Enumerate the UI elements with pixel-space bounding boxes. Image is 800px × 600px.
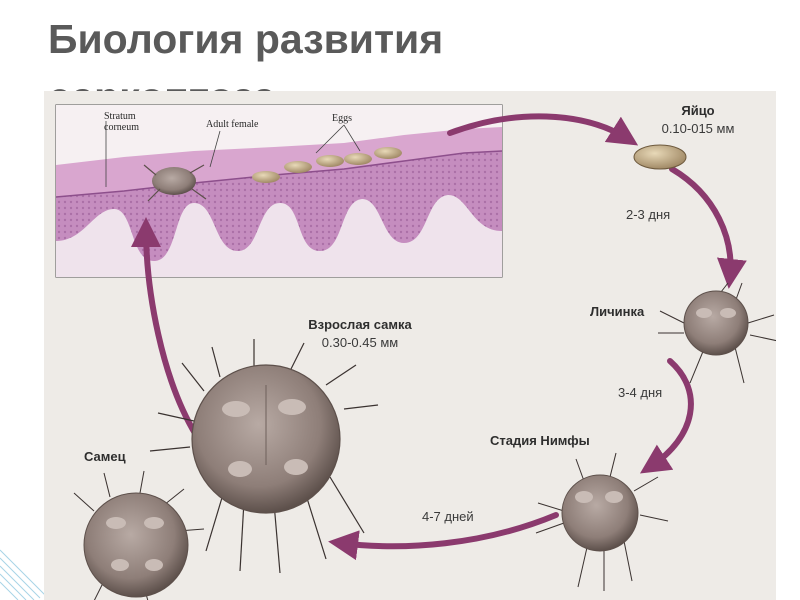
eggs-inset-label: Eggs [332, 113, 352, 124]
duration-larva-to-nymph: 3-4 дня [618, 385, 663, 400]
duration-nymph-to-adult: 4-7 дней [422, 509, 474, 524]
arrow-adult-to-inset [131, 217, 199, 438]
adult-female-image [149, 339, 379, 574]
lifecycle-diagram: Stratum corneum Adult female Eggs Яйцо 0… [44, 91, 776, 600]
corner-decoration [0, 549, 49, 600]
duration-egg-to-larva: 2-3 дня [626, 207, 671, 222]
nymph-stage-name: Стадия Нимфы [490, 433, 590, 448]
slide-title-line-1: Биология развития [48, 16, 444, 62]
arrow-inset-to-egg [447, 113, 639, 146]
adult-female-stage-size: 0.30-0.45 мм [321, 335, 399, 350]
male-image [73, 470, 205, 600]
stratum-corneum-label: Stratum corneum [104, 111, 139, 133]
nymph-image [535, 452, 669, 591]
larva-stage-name: Личинка [590, 304, 645, 319]
arrow-egg-to-larva [669, 166, 747, 289]
arrow-nymph-to-adult [328, 512, 559, 561]
lifecycle-graphics [55, 104, 776, 600]
adult-female-inset-label: Adult female [206, 119, 259, 130]
cycle-arrows [131, 113, 747, 561]
egg-image [633, 144, 687, 170]
adult-female-stage-name: Взрослая самка [308, 317, 412, 332]
arrow-larva-to-nymph [639, 358, 694, 474]
egg-stage-size: 0.10-015 мм [661, 121, 735, 136]
egg-stage-name: Яйцо [681, 103, 715, 118]
larva-image [658, 282, 776, 384]
skin-cross-section [55, 104, 503, 278]
male-stage-name: Самец [84, 449, 126, 464]
